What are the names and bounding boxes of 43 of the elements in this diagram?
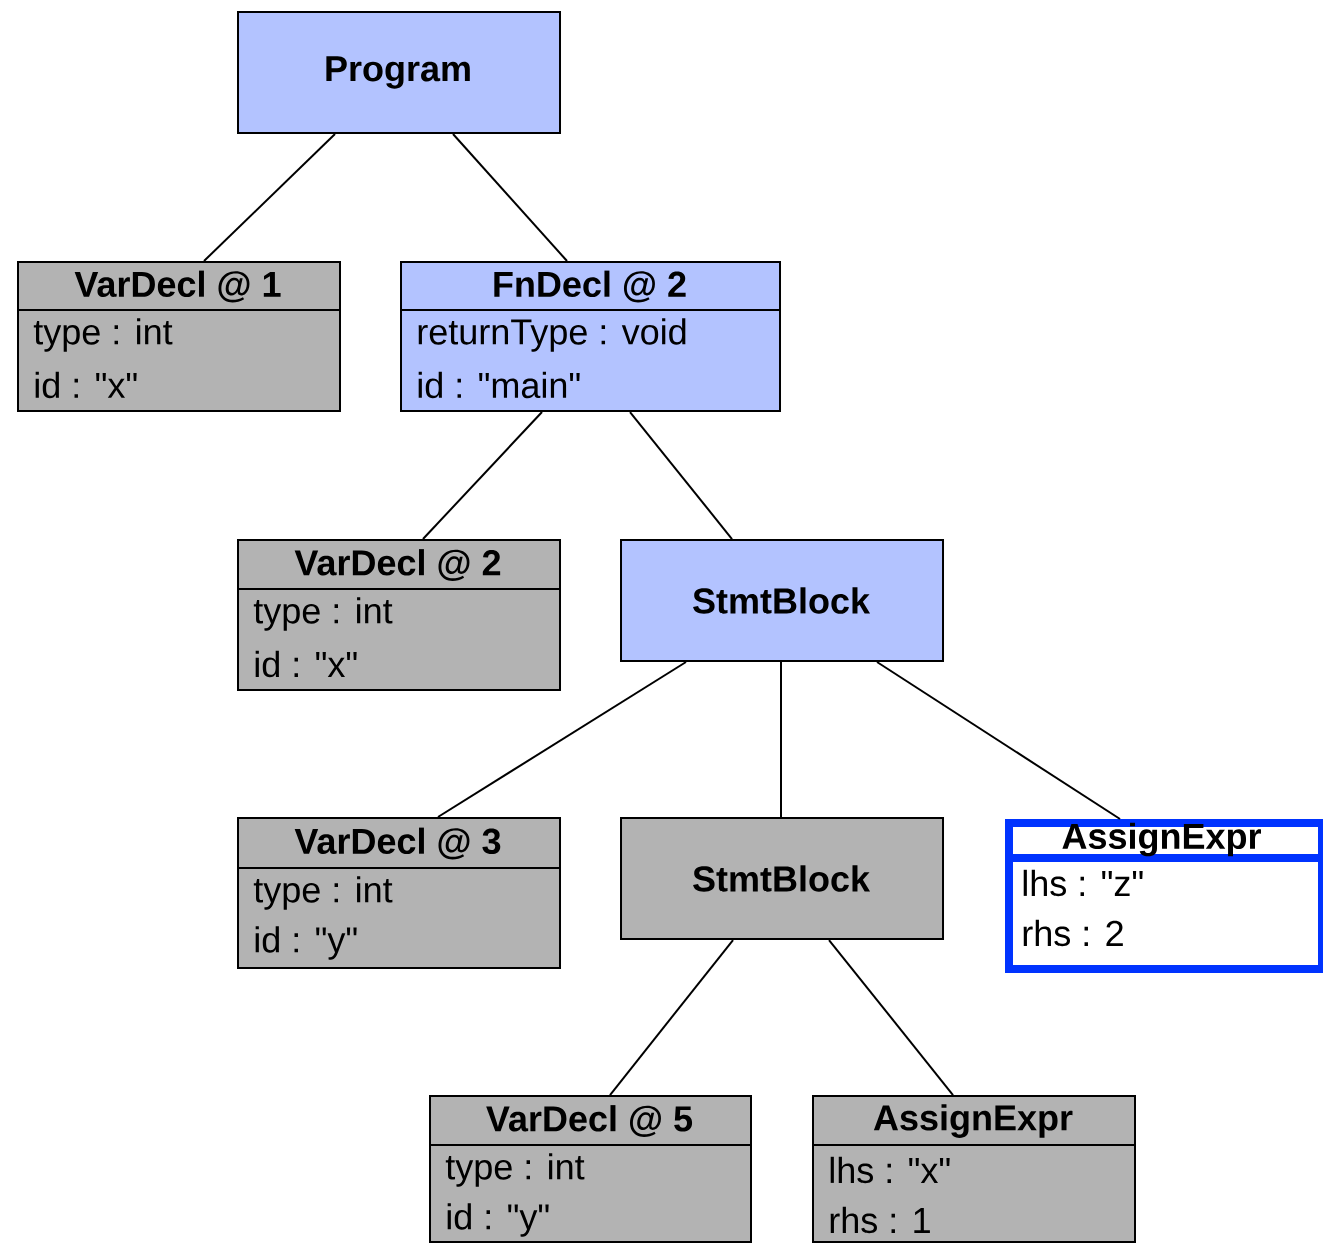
field-text: lhs : "x" — [830, 1156, 950, 1184]
class-box — [428, 1095, 752, 1243]
header-text: VarDecl @ 1 — [74, 270, 281, 303]
field-text: type : int — [253, 597, 393, 631]
field-text: id : "x" — [255, 650, 357, 678]
connector-line — [437, 661, 687, 818]
field-text: returnType : void — [418, 318, 686, 352]
class-box — [16, 261, 341, 412]
class-box — [620, 817, 944, 940]
header-text: VarDecl @ 2 — [294, 549, 501, 581]
field-text: id : "y" — [255, 926, 357, 960]
field-text: rhs : 1 — [830, 1206, 930, 1234]
field-text: id : "y" — [447, 1203, 549, 1237]
field-text: type : int — [253, 876, 393, 910]
header-text: FnDecl @ 2 — [494, 270, 686, 303]
field-text: type : int — [445, 1153, 585, 1187]
class-box — [811, 1095, 1136, 1243]
connector-line — [876, 661, 1121, 820]
connector-line — [203, 133, 336, 262]
header-text: VarDecl @ 5 — [486, 1105, 693, 1137]
connector-line — [422, 411, 543, 540]
connector-line — [828, 939, 954, 1096]
header-text: AssignExpr — [1062, 822, 1261, 857]
class-box — [236, 817, 561, 969]
connector-line — [609, 939, 734, 1096]
header-text: StmtBlock — [693, 587, 871, 614]
header-text: VarDecl @ 3 — [294, 827, 501, 860]
field-text: lhs : "z" — [1023, 869, 1143, 897]
connector-line — [629, 411, 733, 540]
header-text: StmtBlock — [693, 865, 871, 892]
class-box — [399, 261, 781, 412]
connector-line — [452, 133, 568, 262]
connector-line — [780, 661, 782, 818]
header-text: AssignExpr — [873, 1104, 1073, 1138]
header-text: Program — [326, 56, 470, 89]
class-box — [620, 539, 944, 662]
class-box — [237, 11, 561, 134]
class-box — [1005, 819, 1323, 973]
field-text: rhs : 2 — [1023, 919, 1123, 947]
class-box — [236, 539, 561, 691]
field-text: type : int — [33, 318, 173, 352]
field-text: id : "x" — [35, 371, 137, 399]
field-text: id : "main" — [418, 371, 580, 399]
